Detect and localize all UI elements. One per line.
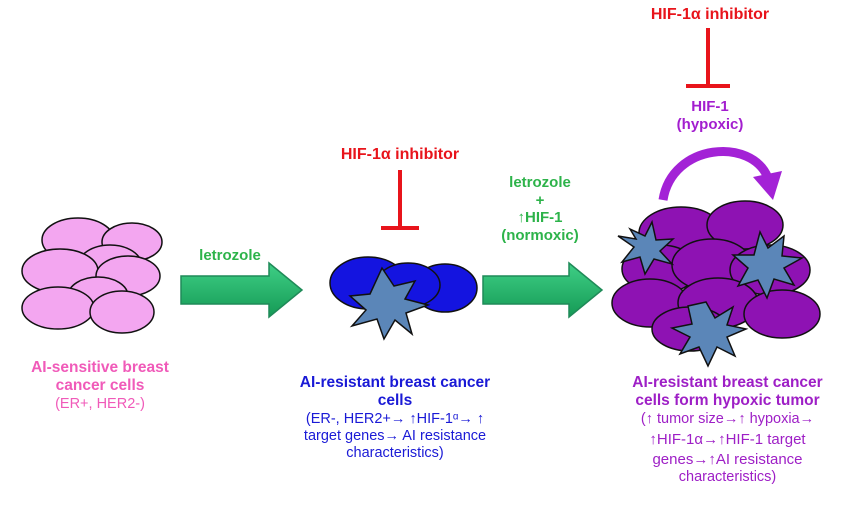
stage3-title-line2: cells form hypoxic tumor (635, 392, 820, 410)
resistant-cell-cluster (329, 256, 478, 341)
stage2-caption: AI-resistant breast cancer cells (ER-, H… (270, 374, 520, 462)
tumor-cell (743, 289, 821, 339)
tumor-starburst (617, 219, 676, 276)
arrow2-label-line1: letrozole (509, 174, 571, 191)
stage2-title-line1: AI-resistant breast cancer (299, 374, 491, 391)
stage3-caption: AI-resistant breast cancer cells form hy… (600, 374, 855, 486)
stage3-detail-line2: ↑HIF-1α→↑HIF-1 target (649, 430, 806, 448)
arrow1-label: letrozole (199, 247, 261, 264)
stage2-detail-line2: target genes→ AI resistance (303, 427, 487, 444)
stage2-detail-line3: characteristics) (346, 444, 444, 461)
inhibitor-symbol-top (686, 28, 730, 88)
hif-hypoxic-line1: HIF-1 (691, 98, 729, 115)
tumor-starburst (730, 229, 805, 300)
stage3-title-line1: AI-resistant breast cancer (632, 374, 823, 391)
inhibitor-mid-label: HIF-1α inhibitor (340, 146, 460, 163)
letrozole-arrow-2 (482, 261, 604, 319)
stage2-title-line2: cells (377, 392, 413, 410)
stage2-detail-line1: (ER-, HER2+→ ↑HIF-1ᵅ→ ↑ (305, 410, 485, 427)
arrow2-label-line4: (normoxic) (501, 227, 579, 245)
stage3-detail-line3: genes→↑AI resistance (652, 451, 803, 469)
stage1-caption: AI-sensitive breast cancer cells (ER+, H… (0, 359, 200, 413)
hif-curved-arrow (658, 147, 782, 201)
tumor-starburst (669, 301, 749, 368)
stage1-title-line2: cancer cells (55, 377, 145, 395)
hif-hypoxic-line2: (hypoxic) (676, 115, 744, 133)
arrow2-label: letrozole + ↑HIF-1 (normoxic) (480, 174, 600, 245)
stage1-title-line1: AI-sensitive breast (31, 359, 169, 376)
resistant-starburst (348, 266, 431, 341)
stage3-detail-line4: characteristics) (678, 469, 777, 486)
inhibitor-symbol-mid (381, 170, 419, 230)
tumor-cell (706, 200, 784, 250)
arrow2-label-line2: + (535, 191, 545, 209)
stage3-detail-line1: (↑ tumor size→↑ hypoxia→ (640, 410, 815, 427)
arrow2-label-line3: ↑HIF-1 (517, 209, 563, 227)
letrozole-arrow-1 (180, 261, 304, 319)
sensitive-cell (21, 286, 95, 330)
inhibitor-top-label: HIF-1α inhibitor (650, 6, 770, 23)
hypoxic-tumor (611, 200, 821, 368)
sensitive-cell (89, 290, 155, 334)
stage1-subtitle: (ER+, HER2-) (55, 395, 145, 412)
sensitive-cell-cluster (21, 217, 163, 334)
hif-hypoxic-label: HIF-1 (hypoxic) (660, 98, 760, 133)
